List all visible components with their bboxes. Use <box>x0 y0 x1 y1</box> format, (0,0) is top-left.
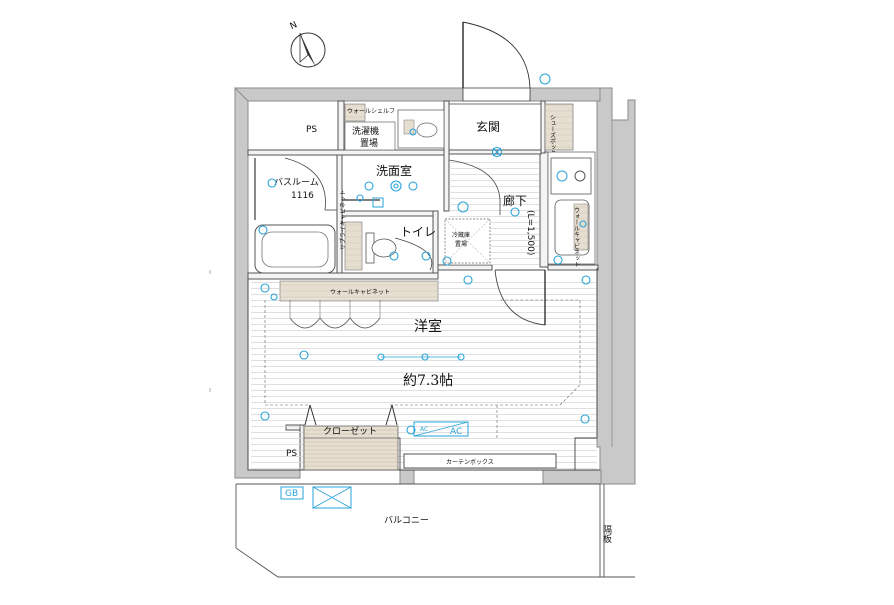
balcony-label: バルコニー <box>384 515 429 526</box>
toilet-label: トイレ <box>400 225 436 239</box>
room-door <box>494 269 546 326</box>
western-room-label: 洋室 <box>414 318 442 335</box>
bathroom-size: 1116 <box>291 191 314 201</box>
closet-doors <box>304 404 398 426</box>
ps-bottom-label: PS <box>286 449 297 459</box>
outer-walls <box>233 87 636 485</box>
bathroom <box>254 157 337 274</box>
corridor-note: (L=1,500) <box>525 210 535 255</box>
entrance-label: 玄関 <box>476 119 500 134</box>
fridge-label-2: 置場 <box>455 240 467 248</box>
ac-sub-label: AC <box>420 426 428 433</box>
wall-shelf <box>344 103 366 122</box>
entrance-door <box>462 21 531 102</box>
wall-shelf-label: ウォールシェルフ <box>347 107 395 115</box>
ac-unit <box>413 421 469 437</box>
closet-label: クローゼット <box>323 425 377 437</box>
electrical-symbols <box>258 73 591 435</box>
gb-box <box>280 486 304 500</box>
balcony <box>235 483 635 578</box>
partition-label: 隔板 <box>601 525 612 544</box>
room-outline <box>247 268 600 471</box>
closet <box>303 425 399 471</box>
supply-cabinet-label: サプライキャビネット <box>339 190 347 250</box>
corridor-label: 廊下 <box>503 193 527 208</box>
washer-space <box>344 121 396 151</box>
wall-cabinet-label: ウォールキャビネット <box>330 288 390 296</box>
western-room-size: 約7.3帖 <box>403 373 453 389</box>
wall-cabinet <box>279 280 439 302</box>
fridge-space <box>444 218 491 264</box>
ac-label: AC <box>450 427 462 437</box>
outdoor-unit <box>312 486 352 509</box>
compass-icon <box>290 32 326 68</box>
shoe-box <box>544 103 574 151</box>
wall-cabinet-right-label: ウォールキャビネット <box>573 207 580 267</box>
fridge-label-1: 冷蔵庫 <box>452 231 470 239</box>
curtain-box-label: カーテンボックス <box>446 458 494 466</box>
ceiling-scallops <box>289 317 381 329</box>
gb-label: GB <box>285 489 298 499</box>
washer-space-label-2: 置場 <box>360 137 378 149</box>
ps-top-label: PS <box>306 125 317 135</box>
supply-cabinet <box>344 221 363 271</box>
washroom-label: 洗面室 <box>376 163 412 178</box>
bathroom-label: バスルーム <box>274 177 319 188</box>
toilet-bowl <box>365 232 397 264</box>
washer-space-label-1: 洗濯機 <box>352 125 379 137</box>
shoe-box-label: シューズボックス <box>549 114 556 162</box>
compass-label: N <box>289 20 299 32</box>
kitchen-counter <box>547 151 596 265</box>
